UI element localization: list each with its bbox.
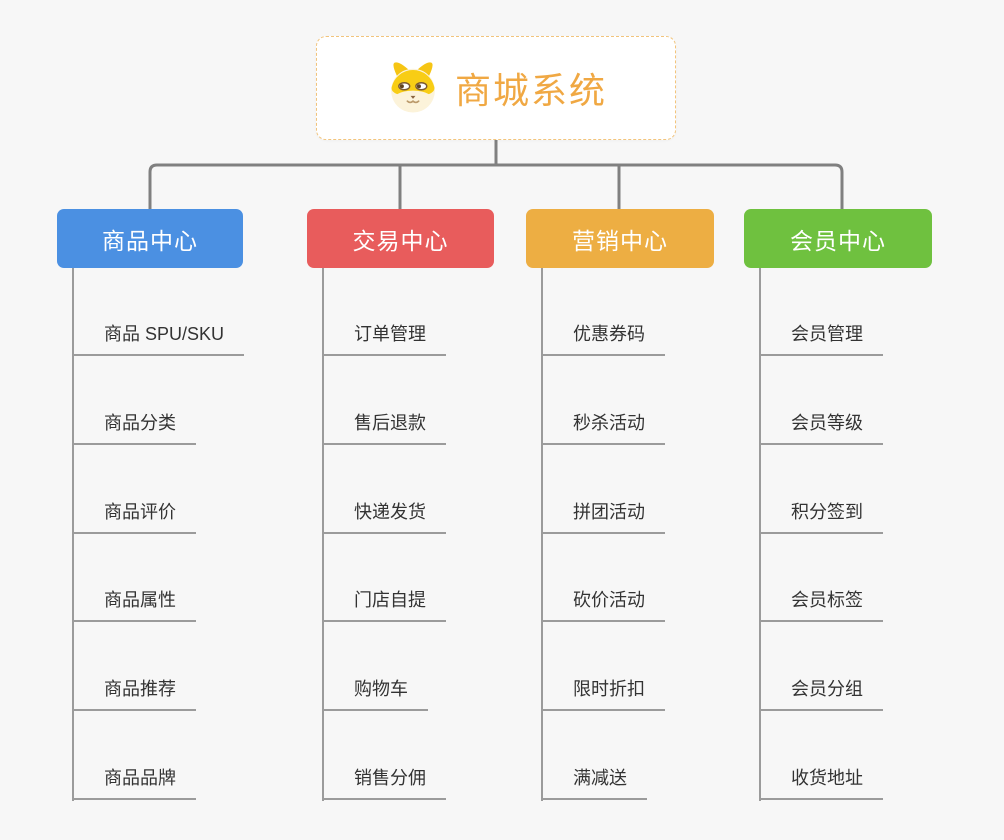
leaf-node[interactable]: 收货地址 xyxy=(761,764,883,800)
branch-trade-center: 交易中心 订单管理 售后退款 快递发货 门店自提 购物车 销售分佣 xyxy=(307,209,494,801)
doge-icon xyxy=(385,60,441,116)
leaf-node[interactable]: 商品评价 xyxy=(74,498,196,534)
leaf-node[interactable]: 积分签到 xyxy=(761,498,883,534)
leaf-node[interactable]: 商品品牌 xyxy=(74,764,196,800)
leaf-node[interactable]: 商品分类 xyxy=(74,409,196,445)
leaf-node[interactable]: 商品 SPU/SKU xyxy=(74,320,245,356)
leaf-node[interactable]: 限时折扣 xyxy=(543,675,665,711)
leaf-node[interactable]: 会员分组 xyxy=(761,675,883,711)
leaf-node[interactable]: 快递发货 xyxy=(324,498,446,534)
leaf-node[interactable]: 满减送 xyxy=(543,764,647,800)
branch-header-member[interactable]: 会员中心 xyxy=(744,209,932,268)
leaf-node[interactable]: 订单管理 xyxy=(324,320,446,356)
branch-header-marketing[interactable]: 营销中心 xyxy=(526,209,714,268)
branch-member-children: 会员管理 会员等级 积分签到 会员标签 会员分组 收货地址 xyxy=(759,268,1004,801)
leaf-node[interactable]: 会员管理 xyxy=(761,320,883,356)
branch-member-center: 会员中心 会员管理 会员等级 积分签到 会员标签 会员分组 收货地址 xyxy=(744,209,932,801)
leaf-node[interactable]: 门店自提 xyxy=(324,586,446,622)
branch-header-product[interactable]: 商品中心 xyxy=(57,209,243,268)
leaf-node[interactable]: 拼团活动 xyxy=(543,498,665,534)
leaf-node[interactable]: 商品推荐 xyxy=(74,675,196,711)
branch-marketing-center: 营销中心 优惠券码 秒杀活动 拼团活动 砍价活动 限时折扣 满减送 xyxy=(526,209,714,801)
root-node[interactable]: 商城系统 xyxy=(316,36,676,140)
leaf-node[interactable]: 会员标签 xyxy=(761,586,883,622)
leaf-node[interactable]: 砍价活动 xyxy=(543,586,665,622)
branch-product-center: 商品中心 商品 SPU/SKU 商品分类 商品评价 商品属性 商品推荐 商品品牌 xyxy=(57,209,245,801)
leaf-node[interactable]: 商品属性 xyxy=(74,586,196,622)
leaf-node[interactable]: 购物车 xyxy=(324,675,428,711)
leaf-node[interactable]: 售后退款 xyxy=(324,409,446,445)
leaf-node[interactable]: 优惠券码 xyxy=(543,320,665,356)
root-title: 商城系统 xyxy=(454,70,607,111)
leaf-node[interactable]: 秒杀活动 xyxy=(543,409,665,445)
branch-marketing-children: 优惠券码 秒杀活动 拼团活动 砍价活动 限时折扣 满减送 xyxy=(541,268,786,801)
branch-bus-line xyxy=(148,163,844,210)
branch-product-children: 商品 SPU/SKU 商品分类 商品评价 商品属性 商品推荐 商品品牌 xyxy=(72,268,317,801)
branch-trade-children: 订单管理 售后退款 快递发货 门店自提 购物车 销售分佣 xyxy=(322,268,567,801)
branch-header-trade[interactable]: 交易中心 xyxy=(307,209,494,268)
leaf-node[interactable]: 会员等级 xyxy=(761,409,883,445)
leaf-node[interactable]: 销售分佣 xyxy=(324,764,446,800)
